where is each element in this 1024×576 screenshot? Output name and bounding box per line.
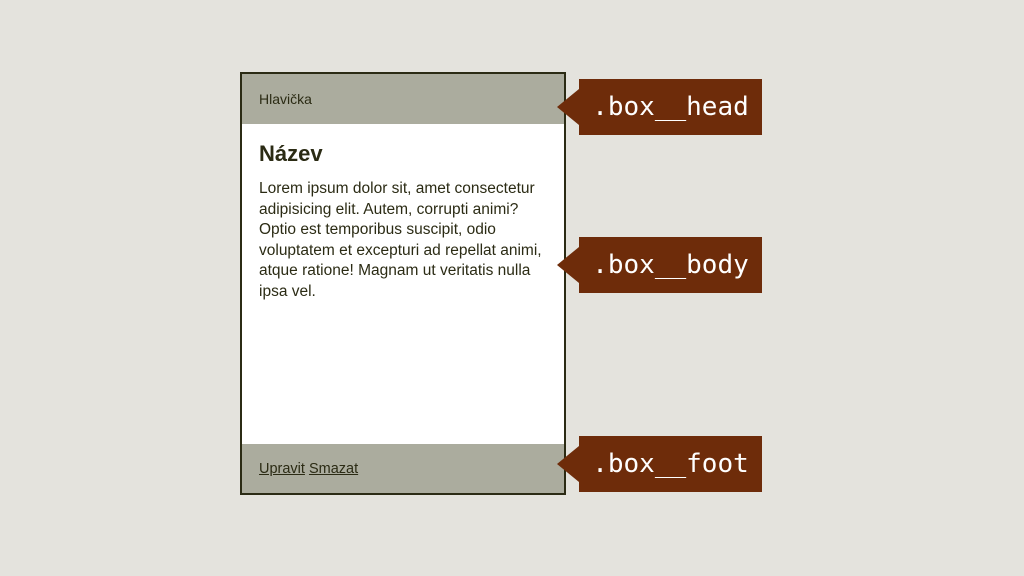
callout-arrow-foot (557, 446, 579, 482)
delete-link[interactable]: Smazat (308, 461, 359, 477)
callout-arrow-body (557, 247, 579, 283)
callout-label-head: .box__head (579, 79, 762, 135)
box-body-text: Lorem ipsum dolor sit, amet consectetur … (259, 180, 542, 300)
box-component: Hlavička Název Lorem ipsum dolor sit, am… (240, 72, 566, 495)
callout-box-head: .box__head (557, 79, 762, 135)
callout-box-foot: .box__foot (557, 436, 762, 492)
box-foot-links: Upravit Smazat (259, 461, 358, 477)
box-head-text: Hlavička (259, 91, 312, 107)
callout-label-foot: .box__foot (579, 436, 762, 492)
box-head: Hlavička (242, 74, 564, 124)
box-foot: Upravit Smazat (242, 444, 564, 493)
box-body: Název Lorem ipsum dolor sit, amet consec… (242, 124, 564, 444)
callout-label-body: .box__body (579, 237, 762, 293)
callout-box-body: .box__body (557, 237, 762, 293)
callout-arrow-head (557, 89, 579, 125)
edit-link[interactable]: Upravit (259, 461, 305, 477)
box-title: Název (259, 141, 323, 166)
